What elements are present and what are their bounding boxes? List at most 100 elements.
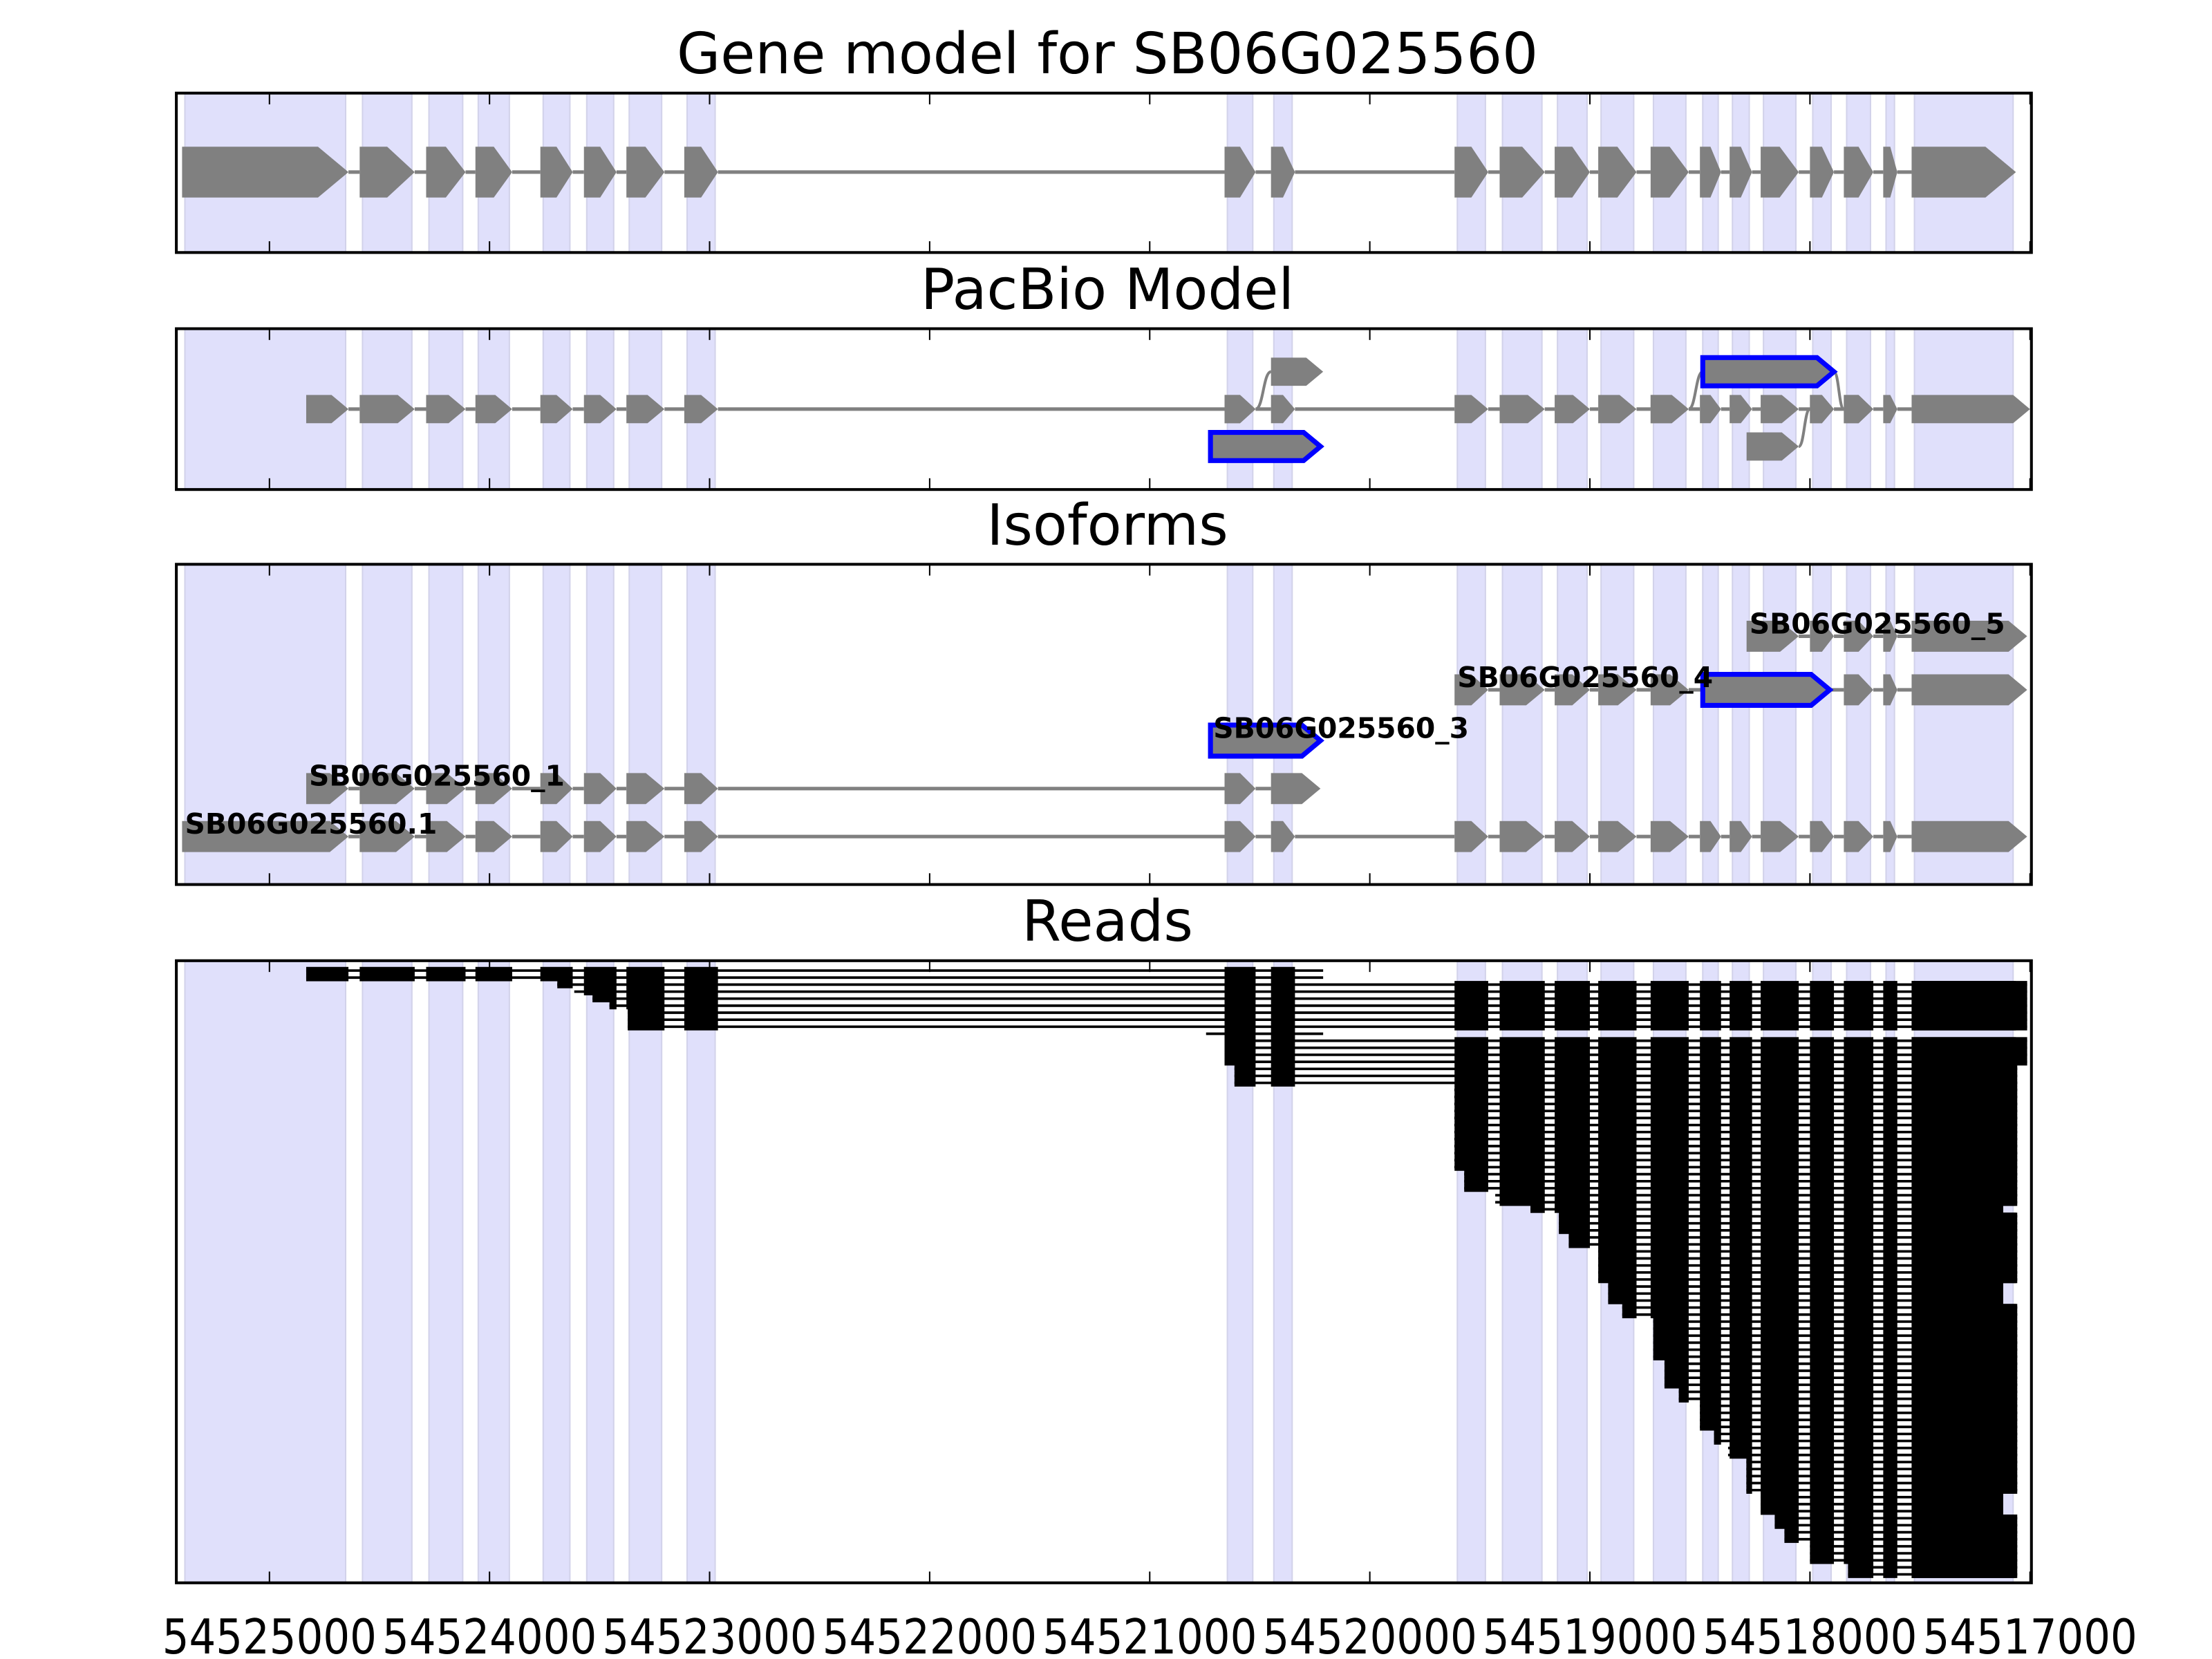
read-exon-block <box>1761 1023 1799 1031</box>
read-exon-block <box>1730 1079 1752 1087</box>
read-exon-block <box>1271 966 1295 975</box>
exon <box>1224 147 1256 198</box>
read-exon-block <box>1883 1297 1897 1304</box>
read-exon-block <box>1730 1009 1752 1017</box>
read <box>1224 1051 2027 1059</box>
read <box>1454 1100 2018 1108</box>
read-exon-block <box>1810 1002 1835 1010</box>
read-exon-block <box>1810 1037 1835 1044</box>
read-exon-block <box>1883 1381 1897 1389</box>
read-exon-block <box>1911 1339 2018 1347</box>
read-exon-block <box>1700 1367 1721 1375</box>
read-exon-block <box>1844 1233 1874 1241</box>
exon <box>1746 620 1799 652</box>
read-exon-block <box>1650 1282 1689 1291</box>
read-exon-block <box>1761 1423 1799 1431</box>
read-exon-block <box>1454 1128 1488 1136</box>
read-exon-block <box>1844 981 1874 988</box>
read-exon-block <box>1883 1493 1897 1501</box>
read-exon-block <box>1810 1324 1835 1333</box>
transcript: SB06G025560.1 <box>182 807 2027 852</box>
x-tick-label: 54523000 <box>602 1610 816 1659</box>
read-exon-block <box>1650 1170 1689 1178</box>
read-exon-block <box>1844 1535 1874 1544</box>
read-exon-block <box>1730 1423 1752 1431</box>
read-exon-block <box>1224 1051 1256 1059</box>
exon <box>1911 620 2027 652</box>
read-exon-block <box>1730 1240 1752 1248</box>
read-exon-block <box>1883 1255 1897 1262</box>
read-exon-block <box>1761 1037 1799 1044</box>
read <box>1653 1324 2018 1333</box>
read-exon-block <box>1844 1528 1874 1536</box>
read-exon-block <box>1911 1346 2018 1353</box>
transcript <box>182 147 2016 198</box>
read-exon-block <box>1454 1015 1488 1024</box>
read-exon-block <box>1761 1015 1799 1024</box>
read-exon-block <box>1810 1156 1835 1164</box>
read-exon-block <box>1271 981 1295 988</box>
read-exon-block <box>1730 1114 1752 1122</box>
read-exon-block <box>1454 1107 1488 1115</box>
read-exon-block <box>1911 1226 2018 1235</box>
read <box>1568 1233 2018 1241</box>
read-exon-block <box>1650 1009 1689 1017</box>
read-exon-block <box>1224 988 1256 995</box>
read-exon-block <box>1271 973 1295 982</box>
read-exon-block <box>1883 1416 1897 1424</box>
read-exon-block <box>1844 1324 1874 1333</box>
read-exon-block <box>1224 981 1256 988</box>
read-exon-block <box>1911 1458 2018 1466</box>
exon <box>1844 674 1874 706</box>
read-exon-block <box>1883 1184 1897 1192</box>
read-exon-block <box>1730 1318 1752 1326</box>
read-exon-block <box>1911 1015 2027 1024</box>
read-exon-block <box>1454 1023 1488 1031</box>
read-exon-block <box>1810 1318 1835 1326</box>
read-exon-block <box>1911 995 2027 1003</box>
read-exon-block <box>1911 1072 2018 1080</box>
exon-shade-band <box>362 959 413 1584</box>
read-exon-block <box>1730 1219 1752 1228</box>
read <box>1598 1255 2018 1262</box>
read-exon-block <box>1700 1416 1721 1424</box>
read-exon-block <box>1730 981 1752 988</box>
read-exon-block <box>1883 1282 1897 1291</box>
read-exon-block <box>1844 1065 1874 1073</box>
read-exon-block <box>1810 1184 1835 1192</box>
read-exon-block <box>1700 1402 1721 1410</box>
read-exon-block <box>1730 1233 1752 1241</box>
read-exon-block <box>1650 1002 1689 1010</box>
exon <box>1883 620 1897 652</box>
read-exon-block <box>1650 1100 1689 1108</box>
read-exon-block <box>1700 1156 1721 1164</box>
read-exon-block <box>1650 1156 1689 1164</box>
read-exon-block <box>1730 1353 1752 1361</box>
read-exon-block <box>1598 988 1637 995</box>
read-exon-block <box>1700 1051 1721 1059</box>
exon <box>1454 674 1488 706</box>
exon <box>1810 147 1835 198</box>
read-exon-block <box>684 981 718 988</box>
isoform-label: SB06G025560_5 <box>1750 607 2005 640</box>
read-exon-block <box>1810 1177 1835 1185</box>
read-exon-block <box>1700 1268 1721 1277</box>
exon <box>182 147 349 198</box>
exon <box>540 821 573 852</box>
read-exon-block <box>1598 1002 1637 1010</box>
read-exon-block <box>1844 1514 1874 1522</box>
read-exon-block <box>1761 1289 1799 1297</box>
x-tick-label: 54518000 <box>1703 1610 1917 1659</box>
read-exon-block <box>1730 1163 1752 1171</box>
read-exon-block <box>1746 1472 1752 1480</box>
read-exon-block <box>1598 995 1637 1003</box>
read-exon-block <box>1911 1037 2027 1044</box>
read <box>1848 1564 2018 1571</box>
read-exon-block <box>1598 1255 1637 1262</box>
read-exon-block <box>1730 1058 1752 1066</box>
read-exon-block <box>557 981 573 988</box>
read-exon-block <box>1810 1297 1835 1304</box>
read-exon-block <box>1650 1268 1689 1277</box>
read-exon-block <box>1271 1044 1295 1052</box>
